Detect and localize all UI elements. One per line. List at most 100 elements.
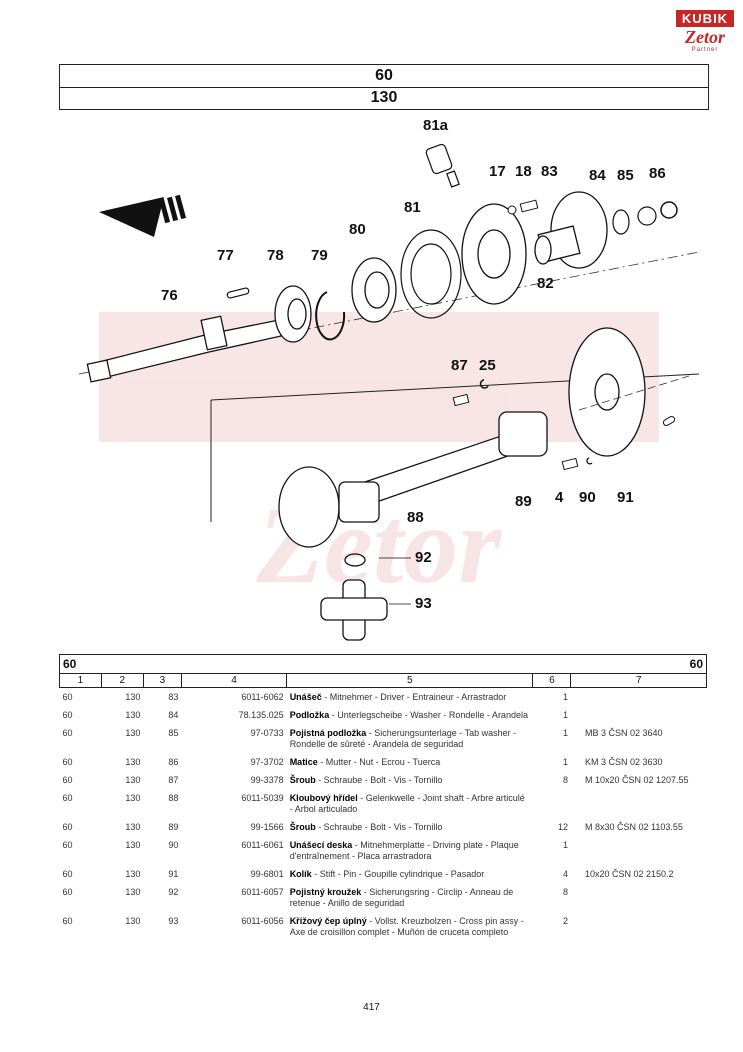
callout-80: 80 [349,221,366,238]
cell-part-number: 99-3378 [250,775,284,785]
cell-note: M 8x30 ČSN 02 1103.55 [584,822,683,832]
part-89-bolt [561,457,579,471]
cell-quantity: 1 [562,692,568,702]
cell-description: Šroub - Schraube - Bolt - Vis - Tornillo [287,771,533,789]
exploded-parts-drawing: Zetor [78,117,700,641]
cell-position: 91 [168,869,179,879]
cell-subgroup: 130 [125,916,141,926]
cell-group: 60 [62,728,73,738]
part-4-washer [586,457,593,465]
cell-position: 85 [168,728,179,738]
part-90-driving-plate [568,327,646,457]
cell-part-number: 6011-6057 [241,887,284,897]
callout-76: 76 [161,287,178,304]
cell-part-number: 6011-6061 [241,840,284,850]
cell-position: 93 [168,916,179,926]
col-header-2: 2 [100,673,144,688]
part-88-joint-shaft [278,411,548,548]
logo-tag: Partner [691,47,719,53]
part-91-pin [662,416,676,426]
part-name-czech: Kolík [289,869,312,879]
cell-group: 60 [62,822,73,832]
cell-description: Kloubový hřídel - Gelenkwelle - Joint sh… [287,789,533,818]
callout-84: 84 [589,167,606,184]
logo-brand: KUBIK [676,10,734,27]
part-name-czech: Matice [289,757,318,767]
col-header-7: 7 [570,673,707,688]
part-name-translations: - Schraube - Bolt - Vis - Tornillo [315,775,443,785]
part-92-circlip [344,553,366,567]
cell-group: 60 [62,710,73,720]
page-number: 417 [363,1002,380,1013]
part-name-translations: - Mitnehmer - Driver - Entraineur - Arra… [321,692,507,702]
cell-subgroup: 130 [125,710,141,720]
cell-position: 88 [168,793,179,803]
watermark: Zetor [99,312,659,606]
part-79-circlip [315,291,346,341]
part-93-cross-pin [320,579,388,641]
cell-position: 87 [168,775,179,785]
cell-subgroup: 130 [125,728,141,738]
callout-78: 78 [267,247,284,264]
callout-85: 85 [617,167,634,184]
cell-part-number: 99-6801 [250,869,284,879]
part-18-bolt [519,199,539,213]
cell-subgroup: 130 [125,793,141,803]
part-84-washer [612,209,630,235]
cell-description: Matice - Mutter - Nut - Ecrou - Tuerca [287,753,533,771]
callout-17: 17 [489,163,506,180]
cell-group: 60 [62,692,73,702]
col-header-5: 5 [286,673,534,688]
col-header-1: 1 [59,673,102,688]
cell-note: KM 3 ČSN 02 3630 [584,757,663,767]
cell-subgroup: 130 [125,692,141,702]
cell-note: M 10x20 ČSN 02 1207.55 [584,775,689,785]
cell-group: 60 [62,887,73,897]
cell-quantity: 1 [562,840,568,850]
part-17-washer [507,205,517,215]
callout-4: 4 [555,489,564,506]
part-name-translations: - Schraube - Bolt - Vis - Tornillo [315,822,443,832]
callout-93: 93 [415,595,432,612]
part-name-czech: Kloubový hřídel [289,793,358,803]
cell-group: 60 [62,775,73,785]
cell-quantity: 1 [562,757,568,767]
cell-note [571,706,707,724]
cell-quantity: 1 [562,728,568,738]
part-name-translations: - Mutter - Nut - Ecrou - Tuerca [317,757,441,767]
col-header-3: 3 [142,673,182,688]
cell-subgroup: 130 [125,840,141,850]
part-name-czech: Podložka [289,710,330,720]
callout-91: 91 [617,489,634,506]
cell-description: Šroub - Schraube - Bolt - Vis - Tornillo [287,818,533,836]
logo-sub: Zetor [685,27,725,47]
part-name-czech: Pojistný kroužek [289,887,362,897]
cell-quantity: 8 [562,775,568,785]
part-name-translations: - Sicherungsunterlage - Tab washer - Ron… [289,728,517,749]
callout-81: 81 [404,199,421,216]
cell-group: 60 [62,793,73,803]
part-name-czech: Křížový čep úplný [289,916,367,926]
part-77-key [226,287,250,299]
cell-position: 92 [168,887,179,897]
part-81-gasket [400,229,462,319]
callout-82: 82 [537,275,554,292]
cell-subgroup: 130 [125,757,141,767]
callout-79: 79 [311,247,328,264]
part-82-housing [461,203,527,305]
part-83-driver [534,191,608,269]
cell-quantity: 12 [557,822,568,832]
callout-81a: 81a [423,117,449,134]
cell-quantity [533,789,571,818]
cell-description: Unášeč - Mitnehmer - Driver - Entraineur… [287,688,533,707]
cell-description: Unášecí deska - Mitnehmerplatte - Drivin… [287,836,533,865]
cell-quantity: 4 [562,869,568,879]
